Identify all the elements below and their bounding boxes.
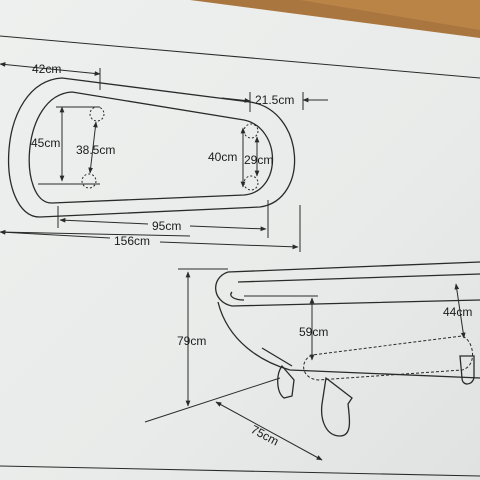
tub-floor-dashed (303, 335, 473, 381)
dim-label-79: 79cm (177, 334, 206, 348)
tub-body-left (217, 301, 480, 379)
dim-label-21-5: 21.5cm (255, 93, 294, 107)
border-line-middle (0, 231, 191, 237)
tub-rim-inner (237, 273, 480, 283)
dim-label-40: 40cm (208, 150, 237, 164)
dim-arrow-156-left (0, 229, 111, 239)
tub-inner-bowl (28, 91, 274, 204)
dim-label-42: 42cm (32, 62, 61, 76)
border-line-top (0, 35, 480, 79)
border-line-bottom (0, 465, 480, 477)
tub-rim-inner-curve (230, 291, 245, 301)
tub-rim-front (215, 271, 480, 307)
dim-label-45: 45cm (31, 136, 60, 150)
dim-arrow-38-5 (88, 121, 98, 174)
dim-arrow-95-left (59, 217, 149, 225)
dim-arrow-75 (215, 401, 323, 461)
dim-label-38-5: 38.5cm (76, 143, 115, 157)
claw-foot-right (459, 355, 475, 385)
dim-arrow-42 (0, 62, 101, 76)
tub-rim-back (227, 261, 480, 273)
dim-arrow-156-right (159, 241, 299, 250)
dim-label-29: 29cm (244, 153, 273, 167)
dim-label-95: 95cm (152, 219, 181, 233)
tub-outer-rim (7, 77, 296, 218)
dim-arrow-21-5-left (221, 97, 251, 103)
claw-foot-left (277, 364, 295, 399)
dim-arrow-44 (454, 283, 466, 339)
tub-body-crease (261, 347, 293, 367)
dim-label-59: 59cm (299, 325, 328, 339)
dim-label-156: 156cm (114, 234, 150, 248)
top-view: 42cm 21.5cm 45cm 38.5cm 40cm 29cm 95cm 1… (0, 62, 328, 252)
floor-line (144, 377, 281, 423)
corner-circle-bottom-left (81, 173, 97, 189)
dim-arrow-95-right (189, 225, 267, 232)
table-highlight (300, 0, 480, 30)
dim-label-44: 44cm (443, 305, 472, 319)
